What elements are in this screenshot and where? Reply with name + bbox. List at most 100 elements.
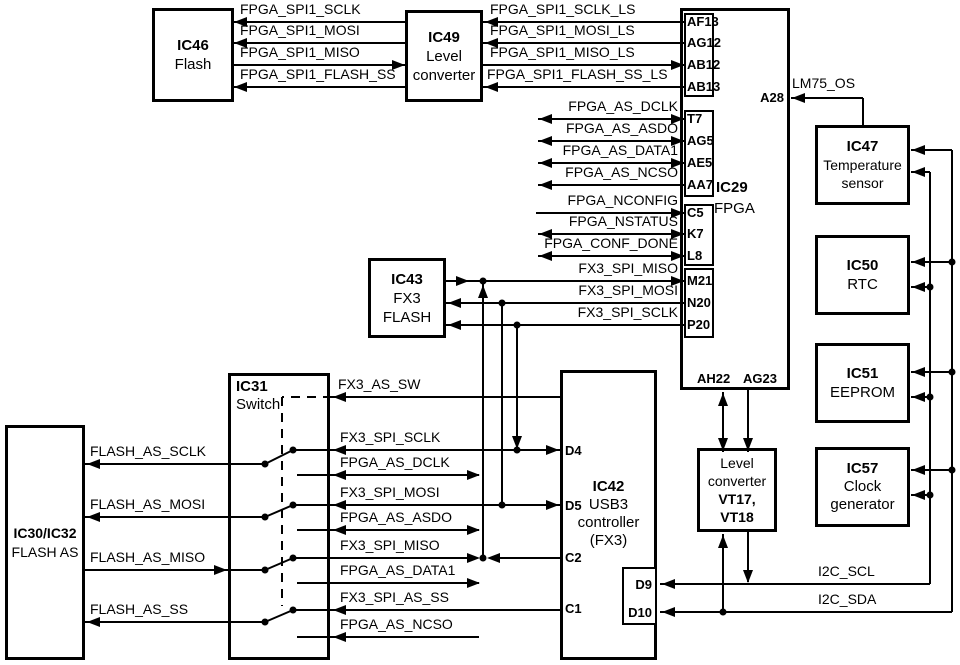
pin-d10: D10 xyxy=(628,605,652,620)
fpga-pin-group-as xyxy=(684,110,714,197)
signal-label-fx3-spi-mosi: FX3_SPI_MOSI xyxy=(578,282,678,298)
signal-label-fpga-conf-done: FPGA_CONF_DONE xyxy=(544,235,678,251)
block-ic49-desc1: Level xyxy=(426,47,462,65)
signal-label-fpga-nstatus: FPGA_NSTATUS xyxy=(568,213,678,229)
pin-ab12: AB12 xyxy=(687,57,721,72)
block-ic49-level-converter: IC49 Level converter xyxy=(405,10,483,102)
block-ic50-name: IC50 xyxy=(846,257,879,274)
pin-c1: C1 xyxy=(565,601,582,616)
pin-c5: C5 xyxy=(687,205,704,220)
block-ic47-name: IC47 xyxy=(846,138,879,155)
block-ic43-fx3-flash: IC43 FX3 FLASH xyxy=(368,258,446,338)
pin-d5: D5 xyxy=(565,498,582,513)
block-ic57-name: IC57 xyxy=(846,460,879,477)
pin-n20: N20 xyxy=(687,295,711,310)
fpga-pin-group-config xyxy=(684,204,714,266)
signal-label-fpga-spi1-flash-ss-ls: FPGA_SPI1_FLASH_SS_LS xyxy=(487,66,668,82)
pin-l8: L8 xyxy=(687,248,703,263)
block-ic47-temperature-sensor: IC47 Temperature sensor xyxy=(815,125,910,205)
block-ic46-desc: Flash xyxy=(174,56,212,73)
signal-label-fpga-spi1-sclk-ls: FPGA_SPI1_SCLK_LS xyxy=(490,1,636,17)
block-ic42-desc3: (FX3) xyxy=(589,532,628,549)
signal-label-fpga-as-data1: FPGA_AS_DATA1 xyxy=(562,142,678,158)
fpga-pin-group-fx3-spi xyxy=(684,268,714,338)
pin-d4: D4 xyxy=(565,443,582,458)
block-ic29-name: IC29 xyxy=(716,179,748,196)
pin-m21: M21 xyxy=(687,273,713,288)
signal-label-sw-fx3-spi-sclk: FX3_SPI_SCLK xyxy=(340,429,441,445)
block-ic49-desc2: converter xyxy=(412,66,476,84)
pin-aa7: AA7 xyxy=(687,177,714,192)
pin-p20: P20 xyxy=(687,317,711,332)
signal-label-flash-as-ss: FLASH_AS_SS xyxy=(90,601,189,617)
signal-label-fpga-spi1-miso: FPGA_SPI1_MISO xyxy=(240,44,360,60)
signal-label-sw-fx3-spi-miso: FX3_SPI_MISO xyxy=(340,537,440,553)
block-vt-name1: VT17, xyxy=(718,491,756,507)
pin-ae5: AE5 xyxy=(687,155,713,170)
block-ic29-desc: FPGA xyxy=(714,200,755,217)
signal-label-fpga-as-asdo: FPGA_AS_ASDO xyxy=(565,120,678,136)
signal-label-flash-as-miso: FLASH_AS_MISO xyxy=(90,549,206,565)
block-ic30-ic32-flash-as: IC30/IC32 FLASH AS xyxy=(5,425,85,660)
block-vt-desc1: Level xyxy=(720,455,754,471)
block-ic51-eeprom: IC51 EEPROM xyxy=(815,343,910,423)
pin-af13: AF13 xyxy=(687,14,719,29)
block-ic31-name: IC31 xyxy=(236,378,268,395)
pin-t7: T7 xyxy=(687,111,703,126)
signal-label-fx3-spi-as-ss: FX3_SPI_AS_SS xyxy=(340,589,449,605)
block-ic49-name: IC49 xyxy=(428,28,460,46)
pin-d9: D9 xyxy=(635,577,652,592)
signal-label-fpga-as-dclk: FPGA_AS_DCLK xyxy=(568,98,678,114)
pin-ag5: AG5 xyxy=(687,133,714,148)
block-ic30-name: IC30/IC32 xyxy=(13,524,77,541)
block-ic42-desc1: USB3 xyxy=(588,496,629,513)
signal-label-flash-as-mosi: FLASH_AS_MOSI xyxy=(90,496,206,512)
block-ic42-usb3-controller: IC42 USB3 controller (FX3) xyxy=(560,370,657,660)
block-ic43-name: IC43 xyxy=(391,270,423,288)
block-ic57-clock-generator: IC57 Clock generator xyxy=(815,447,910,527)
pin-ah22: AH22 xyxy=(697,371,731,386)
block-ic50-rtc: IC50 RTC xyxy=(815,235,910,315)
fpga-pin-group-spi1-ls xyxy=(684,13,714,97)
pin-ag12: AG12 xyxy=(687,35,721,50)
pin-a28: A28 xyxy=(760,90,784,105)
signal-label-fpga-spi1-mosi: FPGA_SPI1_MOSI xyxy=(240,22,360,38)
signal-label-fpga-spi1-miso-ls: FPGA_SPI1_MISO_LS xyxy=(490,44,635,60)
signal-label-fpga-spi1-flash-ss: FPGA_SPI1_FLASH_SS xyxy=(240,66,396,82)
block-vt-desc2: converter xyxy=(707,473,767,489)
block-ic42-desc2: controller xyxy=(577,514,640,531)
signal-label-flash-as-sclk: FLASH_AS_SCLK xyxy=(90,443,206,459)
block-ic46-flash: IC46 Flash xyxy=(152,8,234,102)
block-ic51-desc: EEPROM xyxy=(829,384,895,401)
signal-label-fx3-spi-miso: FX3_SPI_MISO xyxy=(578,260,678,276)
signal-label-fx3-as-sw: FX3_AS_SW xyxy=(338,376,421,392)
block-ic43-desc1: FX3 xyxy=(393,289,421,307)
block-ic57-desc1: Clock xyxy=(843,478,882,495)
block-ic47-desc2: sensor xyxy=(841,175,884,191)
block-ic30-desc: FLASH AS xyxy=(11,543,79,560)
signal-label-i2c-scl: I2C_SCL xyxy=(818,563,875,579)
signal-label-sw-fpga-as-dclk: FPGA_AS_DCLK xyxy=(340,454,450,470)
block-ic42-name: IC42 xyxy=(592,478,625,495)
block-ic51-name: IC51 xyxy=(846,365,879,382)
pin-k7: K7 xyxy=(687,226,704,241)
signal-label-fpga-as-ncso: FPGA_AS_NCSO xyxy=(565,164,678,180)
pin-ag23: AG23 xyxy=(743,371,777,386)
block-ic43-desc2: FLASH xyxy=(382,308,432,326)
block-vt-name2: VT18 xyxy=(720,509,754,525)
signal-label-fpga-spi1-sclk: FPGA_SPI1_SCLK xyxy=(240,1,361,17)
signal-label-sw-fpga-as-asdo: FPGA_AS_ASDO xyxy=(340,509,453,525)
pin-c2: C2 xyxy=(565,550,582,565)
signal-label-sw-fpga-as-data1: FPGA_AS_DATA1 xyxy=(340,562,456,578)
signal-label-sw-fpga-as-ncso: FPGA_AS_NCSO xyxy=(340,616,453,632)
block-ic50-desc: RTC xyxy=(847,276,878,293)
block-ic57-desc2: generator xyxy=(830,496,895,513)
signal-label-fx3-spi-sclk: FX3_SPI_SCLK xyxy=(577,304,678,320)
block-ic47-desc1: Temperature xyxy=(823,157,902,173)
usb-pin-group-i2c xyxy=(622,567,657,625)
signal-label-fpga-spi1-mosi-ls: FPGA_SPI1_MOSI_LS xyxy=(490,22,635,38)
block-level-converter-vt17-vt18: Level converter VT17, VT18 xyxy=(697,448,777,532)
signal-label-fpga-nconfig: FPGA_NCONFIG xyxy=(567,192,678,208)
signal-label-sw-fx3-spi-mosi: FX3_SPI_MOSI xyxy=(340,484,440,500)
